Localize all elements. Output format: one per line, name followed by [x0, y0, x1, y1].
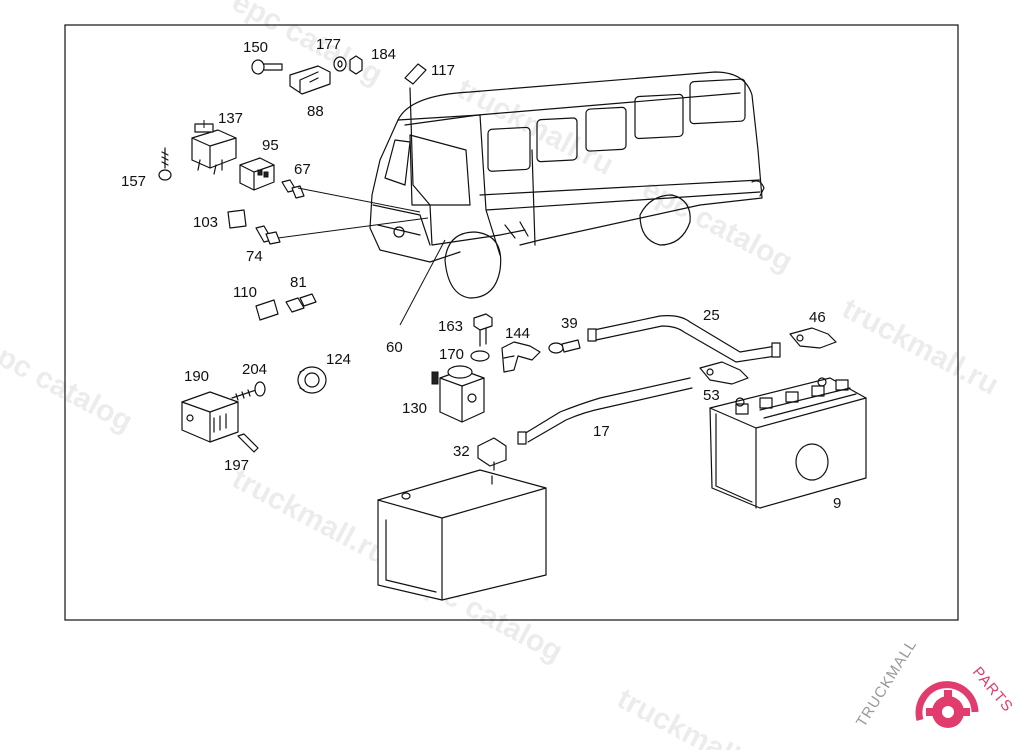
- part-204-screw: [231, 381, 266, 401]
- label-81: 81: [290, 274, 307, 291]
- part-130-battery-switch: [431, 365, 485, 423]
- watermark-text: truckmall.ru: [612, 682, 779, 750]
- label-170: 170: [439, 346, 464, 363]
- watermark-text: truckmall.ru: [837, 292, 1004, 402]
- van-illustration: [369, 71, 765, 299]
- logo-gear-ring: [915, 681, 979, 721]
- part-157-screw: [158, 147, 172, 181]
- part-117-sleeve: [404, 63, 427, 85]
- label-150: 150: [243, 39, 268, 56]
- label-117: 117: [431, 62, 455, 79]
- part-190-housing: [181, 391, 239, 443]
- part-124-grommet: [297, 366, 327, 394]
- logo-gear-tooth: [962, 708, 970, 716]
- label-110: 110: [233, 284, 257, 301]
- label-88: 88: [307, 103, 324, 120]
- label-53: 53: [703, 387, 720, 404]
- logo-gear-tooth: [926, 708, 934, 716]
- part-170-washer: [470, 350, 490, 362]
- label-9: 9: [833, 495, 841, 512]
- label-95: 95: [262, 137, 279, 154]
- part-197-bulb: [237, 433, 259, 453]
- label-17: 17: [593, 423, 610, 440]
- logo-gear-hole: [942, 706, 954, 718]
- part-150-screw: [251, 59, 283, 75]
- label-190: 190: [184, 368, 209, 385]
- diagram-frame: [64, 24, 959, 621]
- watermark-text: truckmall.ru: [227, 462, 394, 572]
- label-60: 60: [386, 339, 403, 356]
- part-184-nut: [349, 55, 363, 75]
- part-177-washer: [333, 56, 347, 72]
- watermark-text: truckmall.ru: [452, 72, 619, 182]
- label-177: 177: [316, 36, 341, 53]
- part-53-clamp: [699, 361, 749, 385]
- logo-gear-tooth: [944, 690, 952, 698]
- leader-60: [399, 239, 446, 326]
- watermark-text: epc catalog: [0, 332, 138, 439]
- label-184: 184: [371, 46, 396, 63]
- part-110-cap: [255, 299, 279, 321]
- part-46-clamp: [789, 327, 837, 349]
- label-39: 39: [561, 315, 578, 332]
- part-163-bolt: [473, 313, 493, 347]
- truckmall-parts-logo: TRUCKMALL PARTS: [853, 636, 1016, 730]
- logo-brand-main: TRUCKMALL: [853, 636, 920, 730]
- label-157: 157: [121, 173, 146, 190]
- label-204: 204: [242, 361, 267, 378]
- part-177-washer-hole: [337, 60, 343, 68]
- part-number-labels: 150 177 184 117 88 137 95 67 157 103 74 …: [121, 36, 841, 512]
- label-25: 25: [703, 307, 720, 324]
- part-137-relay: [191, 123, 237, 175]
- label-32: 32: [453, 443, 470, 460]
- label-137: 137: [218, 110, 243, 127]
- label-103: 103: [193, 214, 218, 231]
- part-74-terminal: [255, 225, 281, 245]
- watermark-text: epc catalog: [637, 172, 798, 279]
- label-144: 144: [505, 325, 530, 342]
- battery-left: [377, 469, 547, 601]
- part-88-bracket: [289, 65, 331, 95]
- label-124: 124: [326, 351, 351, 368]
- leader-lines: [203, 120, 429, 239]
- label-197: 197: [224, 457, 249, 474]
- part-144-boot: [501, 341, 541, 373]
- label-74: 74: [246, 248, 263, 265]
- label-46: 46: [809, 309, 826, 326]
- part-32-clamp: [477, 437, 507, 471]
- part-25-cable: [587, 315, 781, 363]
- label-130: 130: [402, 400, 427, 417]
- label-163: 163: [438, 318, 463, 335]
- part-103-cap: [227, 209, 247, 229]
- label-67: 67: [294, 161, 311, 178]
- part-81-terminal: [285, 293, 317, 313]
- battery-right: [709, 377, 867, 509]
- part-39-lug: [548, 339, 581, 354]
- part-17-cable: [517, 377, 693, 445]
- part-95-relay-socket: [239, 157, 275, 191]
